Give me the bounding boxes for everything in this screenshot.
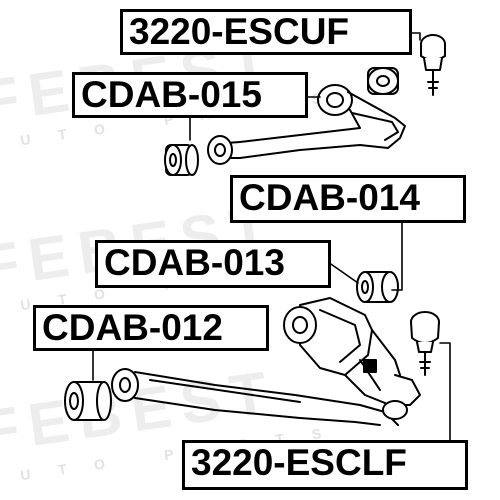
upper-ball-joint bbox=[420, 34, 446, 96]
label-cdab-015: CDAB-015 bbox=[72, 72, 308, 118]
label-3220-esclf: 3220-ESCLF bbox=[182, 440, 468, 490]
lower-ball-joint bbox=[410, 311, 440, 376]
bushing-cdab-015 bbox=[164, 144, 199, 176]
upper-control-arm bbox=[207, 67, 406, 165]
lower-control-arm bbox=[111, 297, 421, 426]
label-cdab-013: CDAB-013 bbox=[95, 240, 331, 288]
leader-line bbox=[327, 261, 359, 284]
leader-line bbox=[391, 221, 403, 291]
leader-line bbox=[439, 342, 451, 441]
leader-line bbox=[409, 32, 421, 41]
bushing-cdab-012 bbox=[64, 381, 112, 421]
label-cdab-012: CDAB-012 bbox=[33, 305, 269, 351]
bushing-cdab-013 bbox=[356, 271, 399, 303]
label-cdab-014: CDAB-014 bbox=[230, 175, 466, 223]
label-3220-escuf: 3220-ESCUF bbox=[120, 9, 412, 55]
